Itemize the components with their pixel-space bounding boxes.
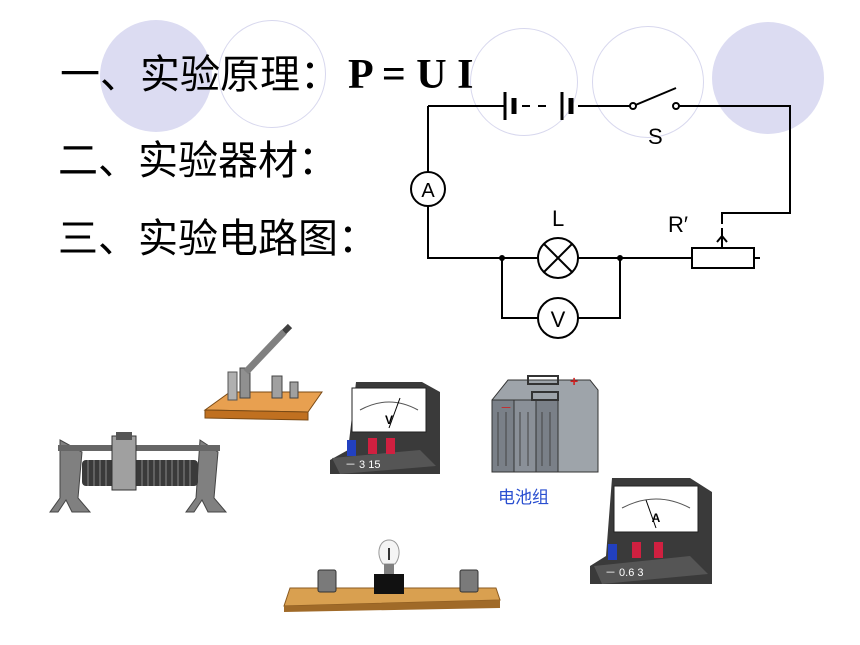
battery-pack-picture: + － (491, 373, 599, 473)
knife-switch-picture (203, 323, 323, 421)
voltmeter-symbol (537, 297, 579, 339)
ammeter-face-letter: A (652, 511, 661, 525)
rheostat-picture (49, 432, 228, 513)
junction-right (617, 255, 623, 261)
decor-circle-ring-2 (470, 28, 578, 136)
switch-label: S (648, 124, 663, 149)
lamp-board-picture (283, 539, 501, 612)
rheostat-label: R′ (668, 212, 688, 237)
battery-symbol (503, 92, 574, 120)
equipment-heading: 二、实验器材： (58, 138, 338, 184)
principle-label: 一、实验原理： (60, 52, 340, 98)
battery-plus: + (570, 373, 578, 389)
voltmeter-picture: V － 3 15 (330, 382, 440, 474)
wire-voltmeter-branch (501, 258, 621, 319)
switch-symbol (629, 87, 680, 110)
circuit-diagram (427, 105, 791, 319)
lamp-symbol (537, 237, 579, 279)
lamp-label: L (552, 206, 564, 231)
voltmeter-symbol-letter: V (551, 307, 566, 332)
decor-circle-filled-2 (712, 22, 824, 134)
voltmeter-face-letter: V (385, 413, 393, 427)
voltmeter-terminals: － 3 15 (345, 459, 380, 471)
rheostat-symbol (691, 228, 755, 269)
battery-pack-label: 电池组 (498, 488, 549, 507)
wire-top-left (428, 105, 791, 224)
ammeter-symbol-letter: A (421, 180, 435, 202)
circuit-heading: 三、实验电路图： (58, 216, 378, 262)
ammeter-terminals: － 0.6 3 (605, 567, 644, 579)
ammeter-symbol (410, 171, 446, 207)
decor-circle-ring-1 (218, 20, 326, 128)
battery-minus: － (500, 401, 512, 415)
ammeter-picture: A － 0.6 3 (590, 478, 712, 584)
principle-formula: P = U I (348, 52, 474, 98)
junction-left (499, 255, 505, 261)
principle-heading: 一、实验原理：P = U I (60, 42, 473, 100)
decor-circle-filled-1 (100, 20, 212, 132)
decor-circle-ring-3 (592, 26, 704, 138)
